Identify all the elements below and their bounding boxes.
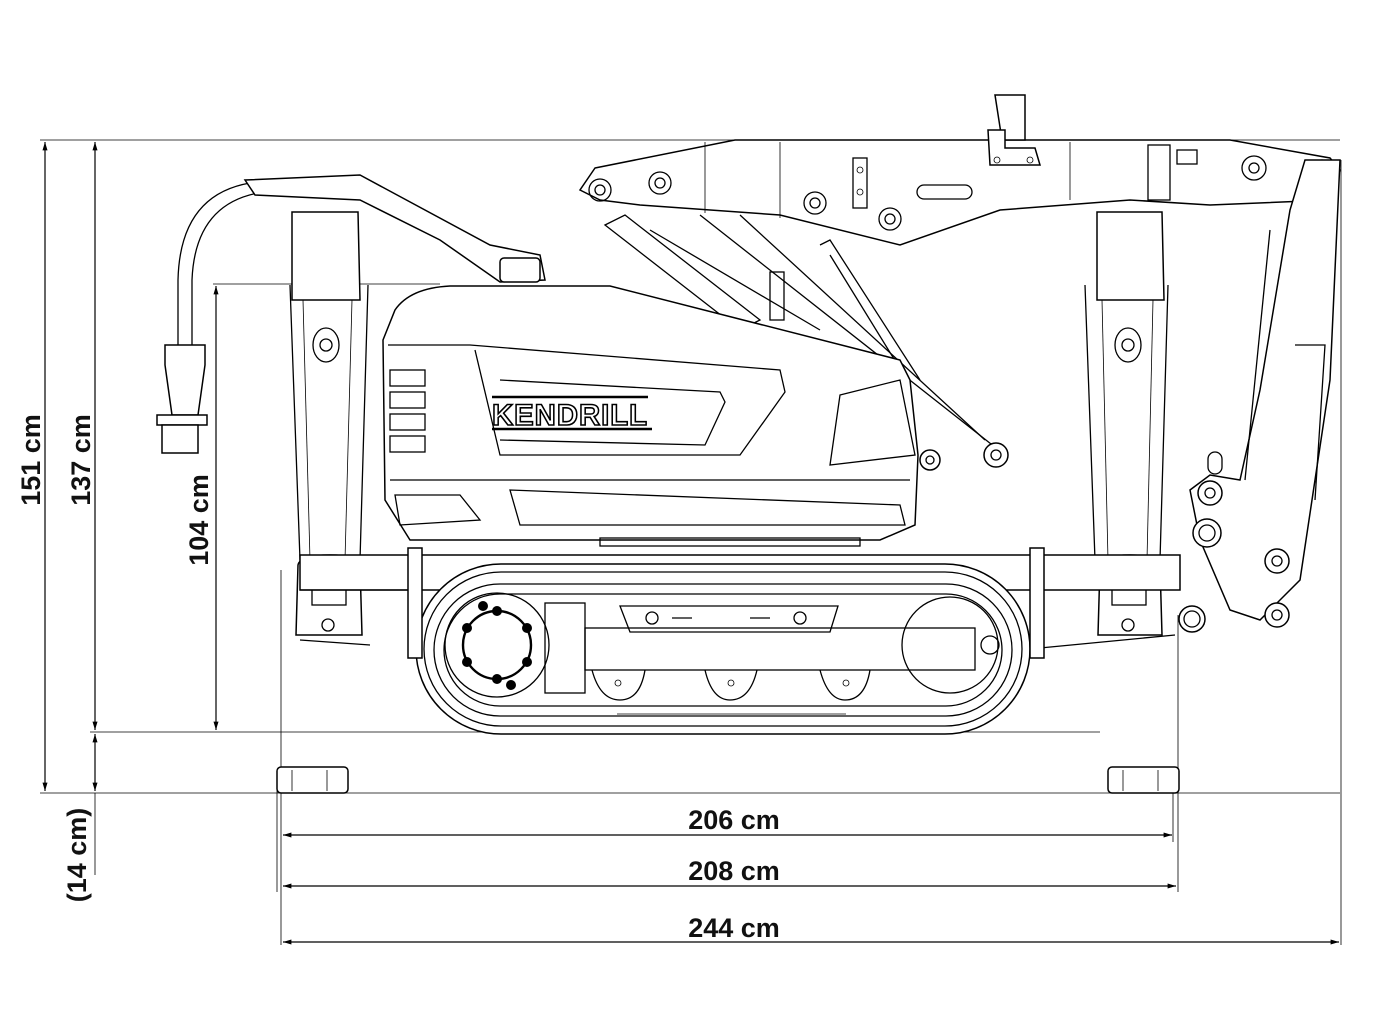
label-height-137: 137 cm [66, 414, 96, 506]
machine: KENDRILL [156, 94, 1341, 794]
power-cable [156, 174, 546, 454]
label-height-104: 104 cm [184, 474, 214, 566]
label-overall-height: 151 cm [16, 414, 46, 506]
pad-right [1107, 766, 1180, 794]
label-span-206: 206 cm [688, 805, 780, 835]
label-clearance-14: (14 cm) [62, 808, 92, 903]
brand-logo: KENDRILL [492, 399, 648, 432]
dimension-lines [40, 139, 1342, 945]
main-boom [578, 94, 1341, 246]
dimension-labels: 151 cm 137 cm 104 cm (14 cm) 206 cm 208 … [16, 414, 780, 943]
body-cover: KENDRILL [382, 285, 919, 547]
jib-arm [1178, 159, 1341, 633]
outrigger-pads [276, 766, 1180, 794]
vent-slots [389, 369, 426, 453]
label-span-208: 208 cm [688, 856, 780, 886]
boom-cylinders [603, 214, 1009, 471]
crawler-track [407, 547, 1045, 735]
pad-left [276, 766, 349, 794]
label-length-244: 244 cm [688, 913, 780, 943]
drive-sprocket [444, 592, 550, 698]
